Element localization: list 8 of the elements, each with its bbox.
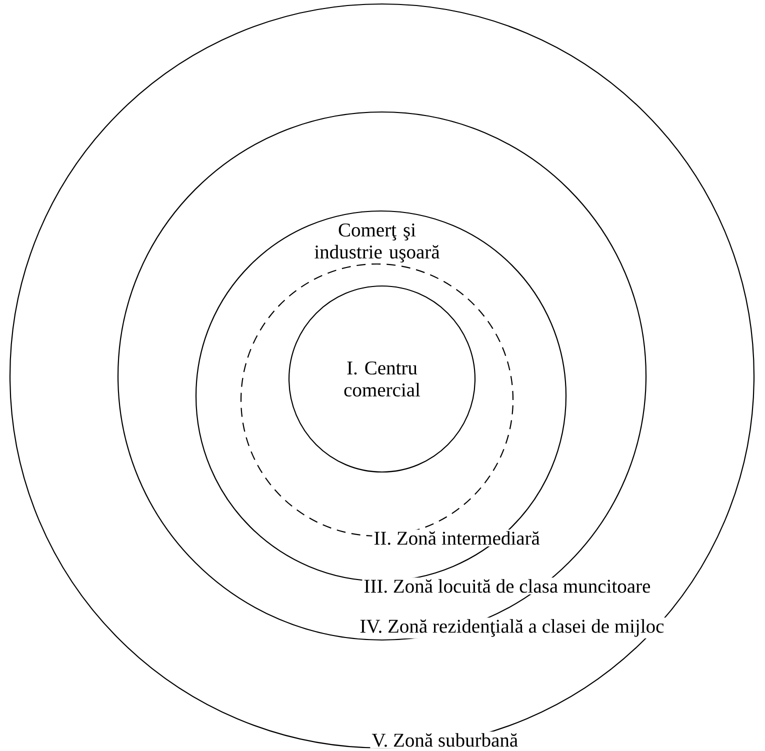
zone-label: IV. Zonă rezidenţială a clasei de mijloc [358, 618, 666, 638]
zone-circle [9, 3, 755, 749]
zone-label: I. Centru comercial [344, 361, 420, 397]
zone-label: II. Zonă intermediară [372, 530, 542, 546]
zone-description: Comerţ şi industrie uşoară [314, 223, 440, 263]
zone-label: V. Zonă suburbană [370, 732, 520, 748]
zone-circle [288, 285, 476, 473]
zone-label: III. Zonă locuită de clasa muncitoare [362, 578, 652, 594]
